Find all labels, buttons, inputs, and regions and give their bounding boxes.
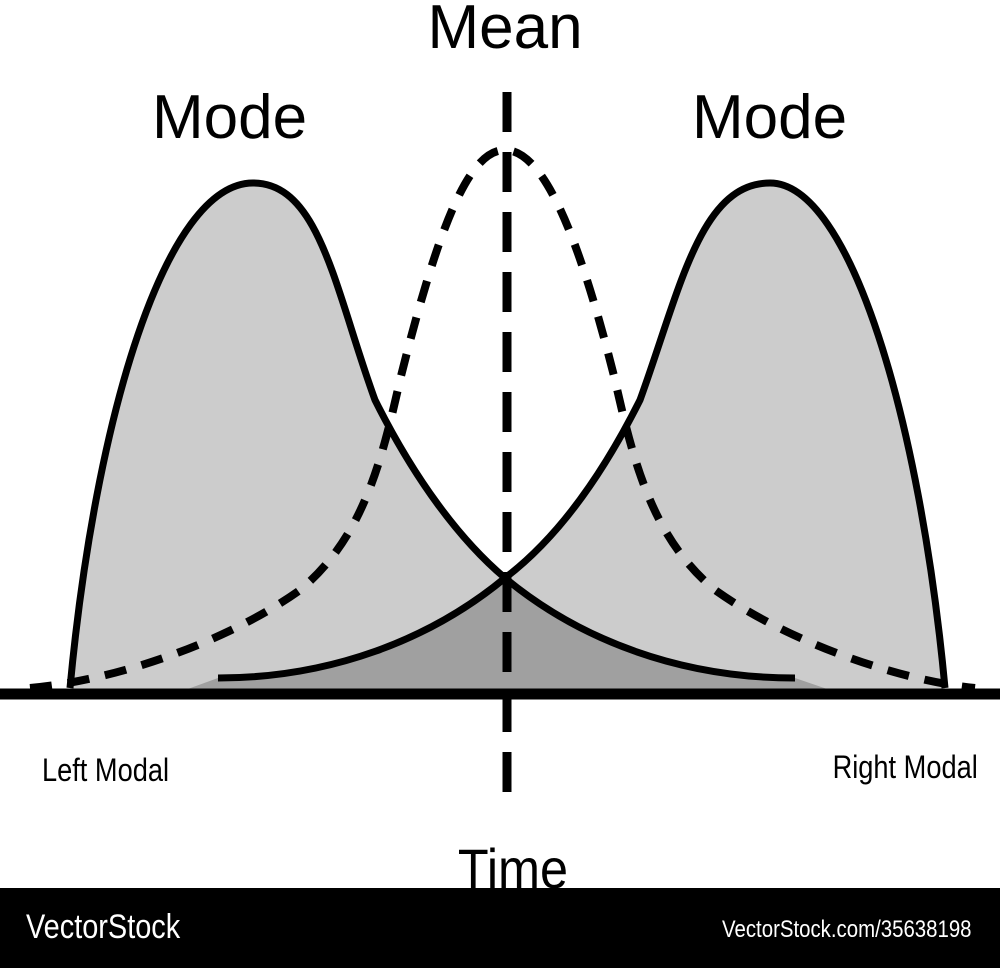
watermark-brand: VectorStock	[26, 908, 181, 946]
right-mode-label: Mode	[692, 83, 848, 152]
left-mode-label: Mode	[152, 83, 308, 152]
left-mode-curve	[66, 179, 796, 689]
right-distribution-fill	[185, 183, 945, 690]
right-mode-curve	[217, 179, 949, 689]
right-modal-label: Right Modal	[832, 749, 978, 785]
watermark-footer: VectorStock VectorStock.com/35638198	[0, 888, 1000, 968]
normal-distribution-dashed-curve	[29, 145, 976, 692]
left-modal-label: Left Modal	[42, 752, 170, 788]
left-distribution-fill	[70, 183, 830, 690]
mean-label: Mean	[427, 0, 583, 62]
watermark-id: VectorStock.com/35638198	[722, 916, 972, 943]
